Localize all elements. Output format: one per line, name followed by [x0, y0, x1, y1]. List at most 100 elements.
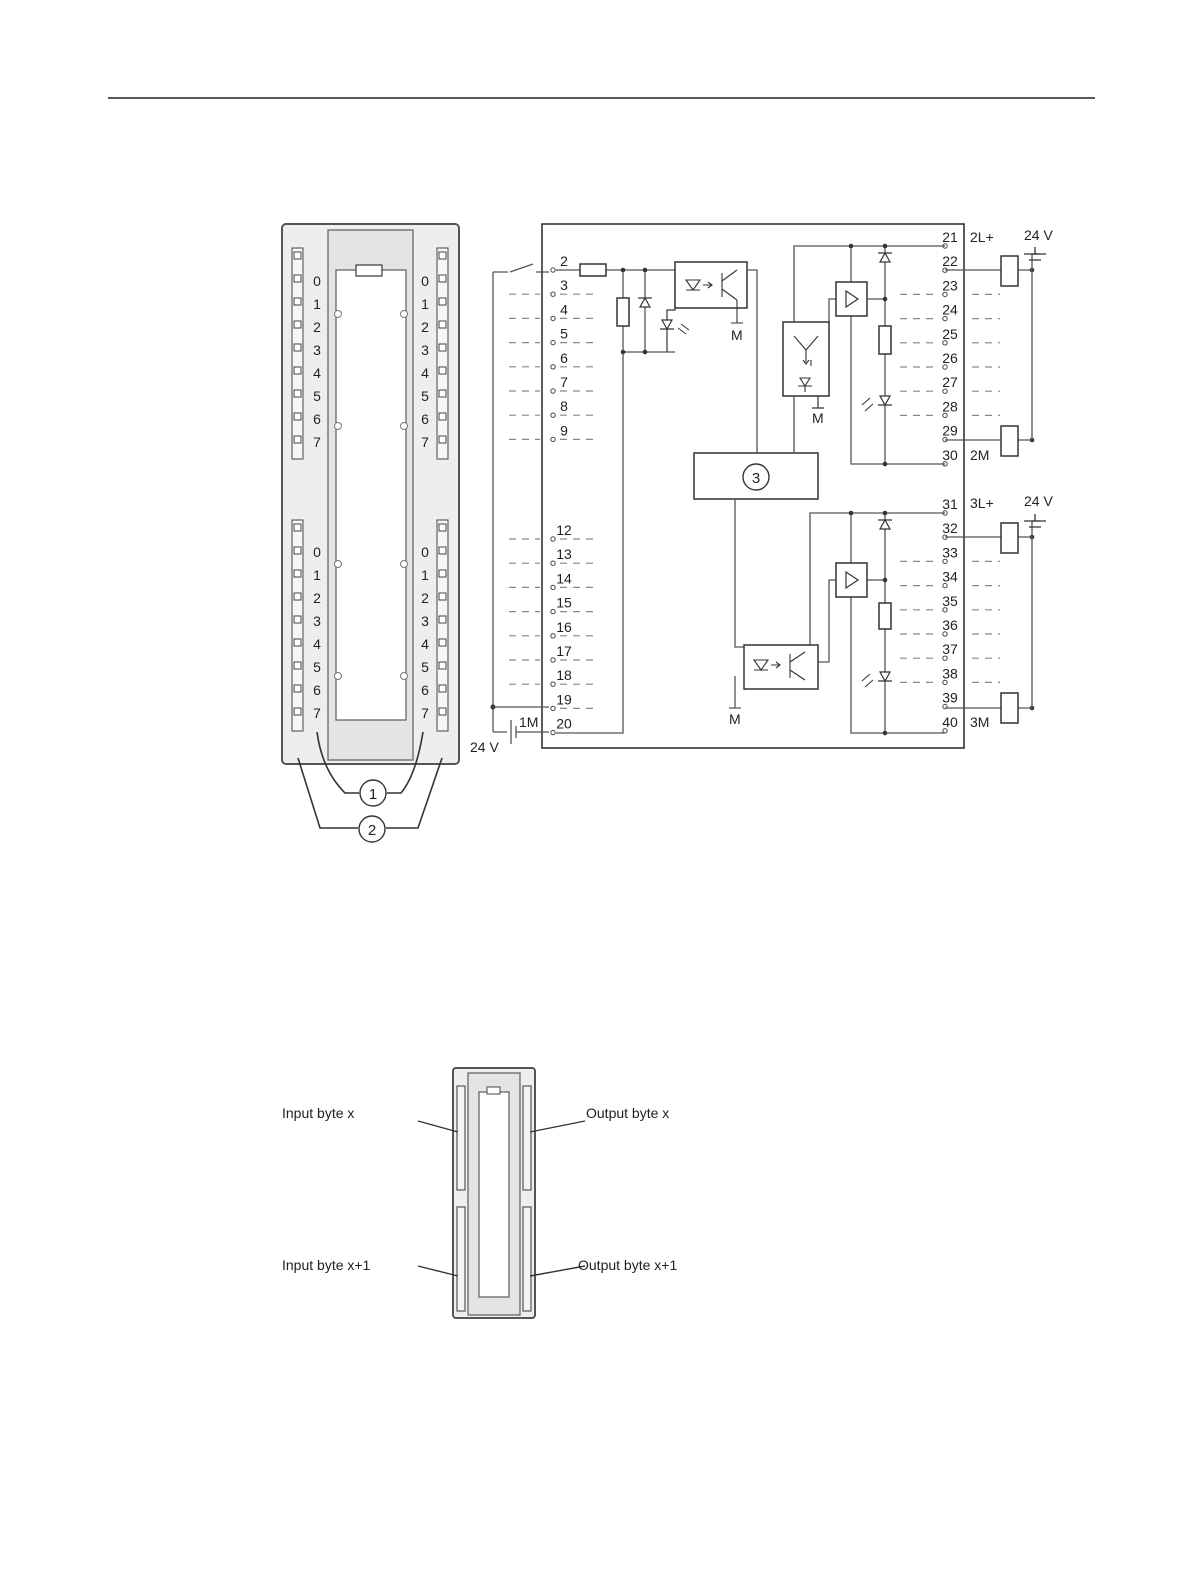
input-terminal-number: 15	[556, 595, 572, 611]
led-label-right-byte1: 0	[421, 544, 429, 560]
led-label-left-byte1: 5	[313, 659, 321, 675]
output-terminal-number: 31	[942, 496, 958, 512]
led-label-left-byte0: 4	[313, 365, 321, 381]
led-indicator	[439, 593, 446, 600]
byte-layout-view: Input byte x Output byte x Input byte x+…	[282, 1068, 677, 1318]
led-label-right-byte0: 0	[421, 273, 429, 289]
led-indicator	[294, 321, 301, 328]
led-indicator	[294, 639, 301, 646]
led-label-left-byte1: 3	[313, 613, 321, 629]
output-byte-x-strip	[523, 1086, 531, 1190]
led-indicator	[439, 708, 446, 715]
terminal-point	[551, 292, 555, 296]
terminal-point	[943, 413, 947, 417]
led-label-right-byte1: 5	[421, 659, 429, 675]
led-label-right-byte0: 3	[421, 342, 429, 358]
led-indicator	[294, 524, 301, 531]
led-label-right-byte1: 3	[421, 613, 429, 629]
callout-1-text: 1	[369, 786, 377, 803]
output-terminal-number: 38	[942, 665, 958, 681]
terminal-point	[943, 583, 947, 587]
output-terminal-number: 29	[942, 423, 958, 439]
led-label-left-byte1: 7	[313, 705, 321, 721]
mount-hole	[401, 673, 408, 680]
input-terminal-number: 18	[556, 667, 572, 683]
module-front-view: 01234567012345670123456701234567 1 2	[282, 224, 459, 842]
output-a-led-rays	[862, 398, 873, 411]
led-label-left-byte0: 6	[313, 411, 321, 427]
output-terminal-number: 23	[942, 277, 958, 293]
callout-3-text: 3	[752, 470, 760, 487]
terminal-point	[943, 632, 947, 636]
output-b-3m-label: 3M	[970, 714, 989, 730]
output-b-resistor	[879, 603, 891, 629]
callout-2-text: 2	[368, 822, 376, 839]
terminal-point	[943, 292, 947, 296]
output-b-led	[878, 672, 892, 681]
led-indicator	[439, 321, 446, 328]
output-a-diode	[878, 253, 892, 262]
terminal-point	[551, 268, 555, 272]
module-latch	[356, 265, 382, 276]
output-terminal-number: 26	[942, 350, 958, 366]
led-label-left-byte1: 0	[313, 544, 321, 560]
byte-module-latch	[487, 1087, 500, 1094]
output-terminal-number: 36	[942, 617, 958, 633]
mount-hole	[401, 423, 408, 430]
terminal-point	[551, 634, 555, 638]
led-indicator	[294, 708, 301, 715]
led-label-right-byte0: 4	[421, 365, 429, 381]
led-label-left-byte0: 1	[313, 296, 321, 312]
output-terminal-number: 28	[942, 398, 958, 414]
led-label-right-byte1: 2	[421, 590, 429, 606]
terminal-point	[551, 437, 555, 441]
output-a-led	[878, 396, 892, 405]
output-b-diode	[878, 520, 892, 529]
output-b-3l-label: 3L+	[970, 495, 994, 511]
terminal-point	[551, 316, 555, 320]
input-terminal-number: 13	[556, 546, 572, 562]
input-shunt-resistor	[617, 298, 629, 326]
led-label-right-byte0: 5	[421, 388, 429, 404]
led-indicator	[439, 685, 446, 692]
mount-hole	[335, 423, 342, 430]
led-label-left-byte1: 1	[313, 567, 321, 583]
input-terminal-number: 12	[556, 522, 572, 538]
led-indicator	[294, 436, 301, 443]
led-label-right-byte1: 7	[421, 705, 429, 721]
led-indicator	[439, 390, 446, 397]
terminal-point	[551, 682, 555, 686]
output-terminal-number: 34	[942, 569, 958, 585]
mount-hole	[335, 561, 342, 568]
terminal-point	[943, 680, 947, 684]
led-indicator	[294, 547, 301, 554]
output-a-load-top	[1001, 256, 1018, 286]
led-label-right-byte0: 1	[421, 296, 429, 312]
led-indicator	[294, 593, 301, 600]
output-terminal-number: 33	[942, 544, 958, 560]
output-byte-x-label: Output byte x	[586, 1105, 669, 1121]
input-ground-label: M	[731, 327, 743, 343]
terminal-point	[943, 656, 947, 660]
led-label-left-byte0: 0	[313, 273, 321, 289]
led-indicator	[439, 662, 446, 669]
output-byte-x1-strip	[523, 1207, 531, 1311]
output-a-resistor	[879, 326, 891, 354]
input-terminal-number: 16	[556, 619, 572, 635]
output-terminal-number: 22	[942, 253, 958, 269]
led-indicator	[439, 367, 446, 374]
input-terminal-number: 4	[560, 301, 568, 317]
input-byte-x-label: Input byte x	[282, 1105, 354, 1121]
output-a-load-wiring	[945, 254, 1040, 440]
input-terminal-number: 5	[560, 326, 568, 342]
led-indicator	[294, 390, 301, 397]
input-channel-wire	[556, 270, 675, 733]
led-label-right-byte0: 2	[421, 319, 429, 335]
led-indicator	[294, 685, 301, 692]
led-label-left-byte0: 3	[313, 342, 321, 358]
output-a-battery	[1024, 247, 1046, 260]
input-to-controller-wire	[747, 270, 757, 453]
output-b-optocoupler	[744, 645, 818, 689]
